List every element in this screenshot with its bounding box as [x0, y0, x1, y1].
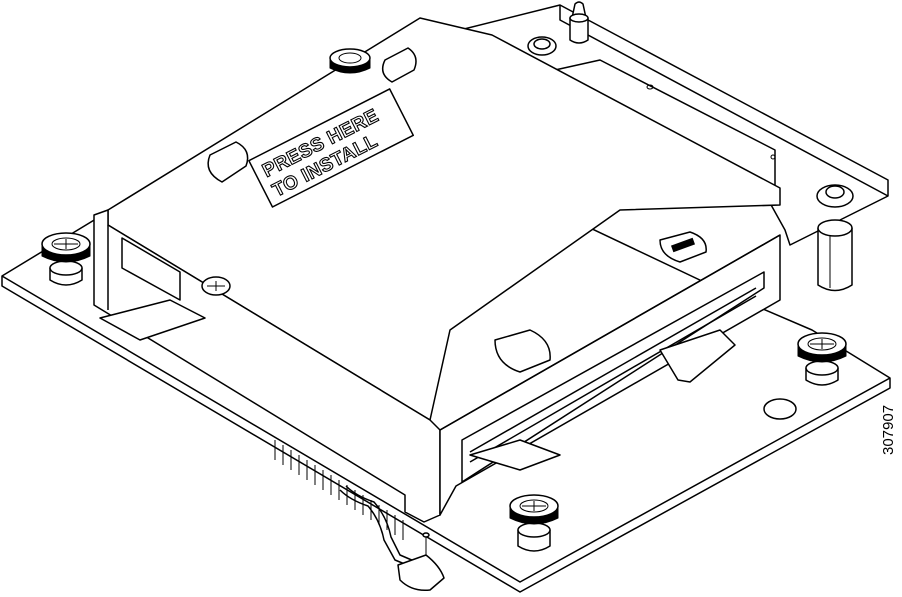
thumbscrew-icon	[41, 48, 847, 552]
standoff	[817, 219, 853, 292]
alignment-post	[569, 1, 589, 44]
drive-bracket	[93, 17, 781, 523]
cable-connector	[339, 485, 445, 592]
screw-icon	[201, 36, 854, 296]
figure-number: 307907	[880, 405, 897, 455]
